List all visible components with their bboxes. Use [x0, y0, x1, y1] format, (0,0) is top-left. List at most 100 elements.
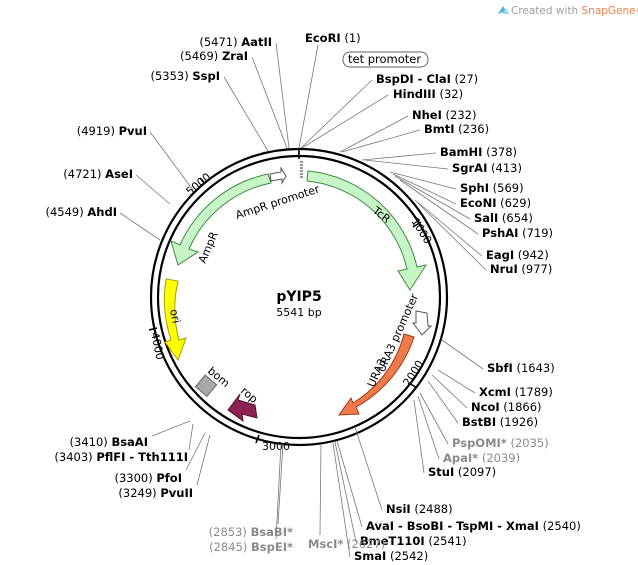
site-name: AseI — [105, 167, 133, 181]
site-name: NruI — [490, 262, 518, 276]
site-position: (3300) — [114, 471, 156, 485]
site-position: (3249) — [118, 486, 160, 500]
site-label[interactable]: (2845) BspEI* — [209, 540, 293, 554]
site-position: (4919) — [77, 124, 119, 138]
tet-promoter-feature[interactable] — [300, 161, 303, 178]
site-leader-line — [223, 76, 269, 152]
site-label[interactable]: NcoI (1866) — [471, 400, 542, 414]
site-leader-line — [417, 202, 487, 271]
site-leader-line — [394, 175, 471, 220]
site-name: NheI — [412, 108, 442, 122]
site-name: BamHI — [440, 145, 482, 159]
site-label[interactable]: EcoNI (629) — [460, 196, 531, 210]
site-label[interactable]: SbfI (1643) — [487, 361, 555, 375]
site-name: BstBI — [462, 415, 496, 429]
ura3-promoter-feature[interactable] — [412, 310, 433, 336]
ampr-promoter-feature[interactable] — [269, 166, 287, 185]
site-label[interactable]: EagI (942) — [486, 248, 549, 262]
site-label[interactable]: (5353) SspI — [150, 69, 220, 83]
site-name: BspDI - ClaI — [376, 72, 451, 86]
site-label[interactable]: (3403) PflFI - Tth111I — [54, 450, 188, 464]
site-label[interactable]: (3300) PfoI — [114, 471, 182, 485]
site-leader-line — [298, 44, 319, 149]
tick-label-4000: 4000 — [148, 331, 167, 361]
site-position: (2097) — [454, 465, 496, 479]
site-label[interactable]: AvaI - BsoBI - TspMI - XmaI (2540) — [366, 519, 581, 533]
site-name: XcmI — [479, 385, 511, 399]
site-position: (2541) — [425, 534, 467, 548]
site-label[interactable]: ApaI* (2039) — [443, 451, 520, 465]
site-label[interactable]: (3249) PvuII — [118, 486, 193, 500]
rop-feature[interactable] — [227, 393, 258, 423]
site-label[interactable]: BstBI (1926) — [462, 415, 538, 429]
site-label[interactable]: SalI (654) — [474, 211, 533, 225]
site-position: (2488) — [411, 502, 453, 516]
site-label[interactable]: BspDI - ClaI (27) — [376, 72, 478, 86]
site-name: BmeT110I — [360, 534, 425, 548]
site-label[interactable]: PshAI (719) — [482, 226, 553, 240]
site-label[interactable]: (5469) ZraI — [180, 49, 248, 63]
site-position: (2039) — [478, 451, 520, 465]
site-name: EagI — [486, 248, 514, 262]
site-label[interactable]: (4919) PvuI — [77, 124, 147, 138]
site-name: PshAI — [482, 226, 518, 240]
bom-feature[interactable] — [194, 374, 218, 397]
site-label[interactable]: (2853) BsaBI* — [209, 525, 293, 539]
site-label[interactable]: NsiI (2488) — [386, 502, 453, 516]
site-leader-line — [277, 443, 284, 525]
site-label[interactable]: (5471) AatII — [199, 35, 272, 49]
site-label[interactable]: EcoRI (1) — [305, 31, 361, 45]
site-label[interactable]: (4549) AhdI — [45, 205, 117, 219]
site-leader-line — [275, 42, 290, 149]
site-label[interactable]: XcmI (1789) — [479, 385, 553, 399]
site-position: (569) — [489, 181, 524, 195]
tcr-feature[interactable] — [306, 170, 428, 291]
site-label[interactable]: SphI (569) — [460, 181, 524, 195]
site-position: (977) — [518, 262, 553, 276]
site-label[interactable]: SgrAI (413) — [452, 161, 522, 175]
site-position: (5471) — [199, 35, 241, 49]
site-label[interactable]: BamHI (378) — [440, 145, 517, 159]
site-name: SgrAI — [452, 161, 487, 175]
site-name: EcoNI — [460, 196, 496, 210]
ori-feature[interactable] — [163, 278, 187, 362]
site-label[interactable]: StuI (2097) — [428, 465, 496, 479]
site-label[interactable]: (3410) BsaAI — [70, 435, 148, 449]
site-label[interactable]: NruI (977) — [490, 262, 552, 276]
site-name: HindIII — [393, 87, 436, 101]
site-position: (5353) — [150, 69, 192, 83]
site-position: (1) — [341, 31, 361, 45]
site-name: SalI — [474, 211, 498, 225]
site-leader-line — [135, 174, 171, 205]
site-name: SspI — [192, 69, 220, 83]
site-name: AatII — [241, 35, 272, 49]
site-label[interactable]: BmtI (236) — [424, 122, 489, 136]
site-leader-line — [188, 423, 194, 451]
site-name: BsaAI — [111, 435, 148, 449]
site-leader-line — [151, 420, 191, 437]
site-label[interactable]: (4721) AseI — [63, 167, 133, 181]
site-label[interactable]: MscI* (2627) — [308, 537, 385, 551]
site-leader-line — [413, 399, 425, 474]
site-label[interactable]: HindIII (32) — [393, 87, 463, 101]
site-name: StuI — [428, 465, 454, 479]
site-label[interactable]: PspOMI* (2035) — [452, 436, 549, 450]
plasmid-name: pYIP5 — [276, 289, 321, 305]
site-name: EcoRI — [305, 31, 341, 45]
ura3-feature[interactable] — [337, 333, 415, 416]
credit-text: Created with SnapGene® — [511, 5, 638, 17]
site-leader-line — [427, 380, 459, 424]
ampr-feature[interactable] — [170, 173, 272, 266]
site-name: BsaBI* — [251, 525, 293, 539]
tick-label-3000: 3000 — [262, 440, 290, 453]
site-name: MscI* — [308, 537, 343, 551]
site-leader-line — [300, 79, 373, 149]
site-label[interactable]: SmaI (2542) — [354, 549, 428, 563]
site-leader-line — [441, 339, 484, 370]
site-position: (942) — [514, 248, 549, 262]
site-leader-line — [196, 434, 211, 486]
site-name: AhdI — [87, 205, 117, 219]
site-label[interactable]: NheI (232) — [412, 108, 476, 122]
site-label[interactable]: BmeT110I (2541) — [360, 534, 467, 548]
